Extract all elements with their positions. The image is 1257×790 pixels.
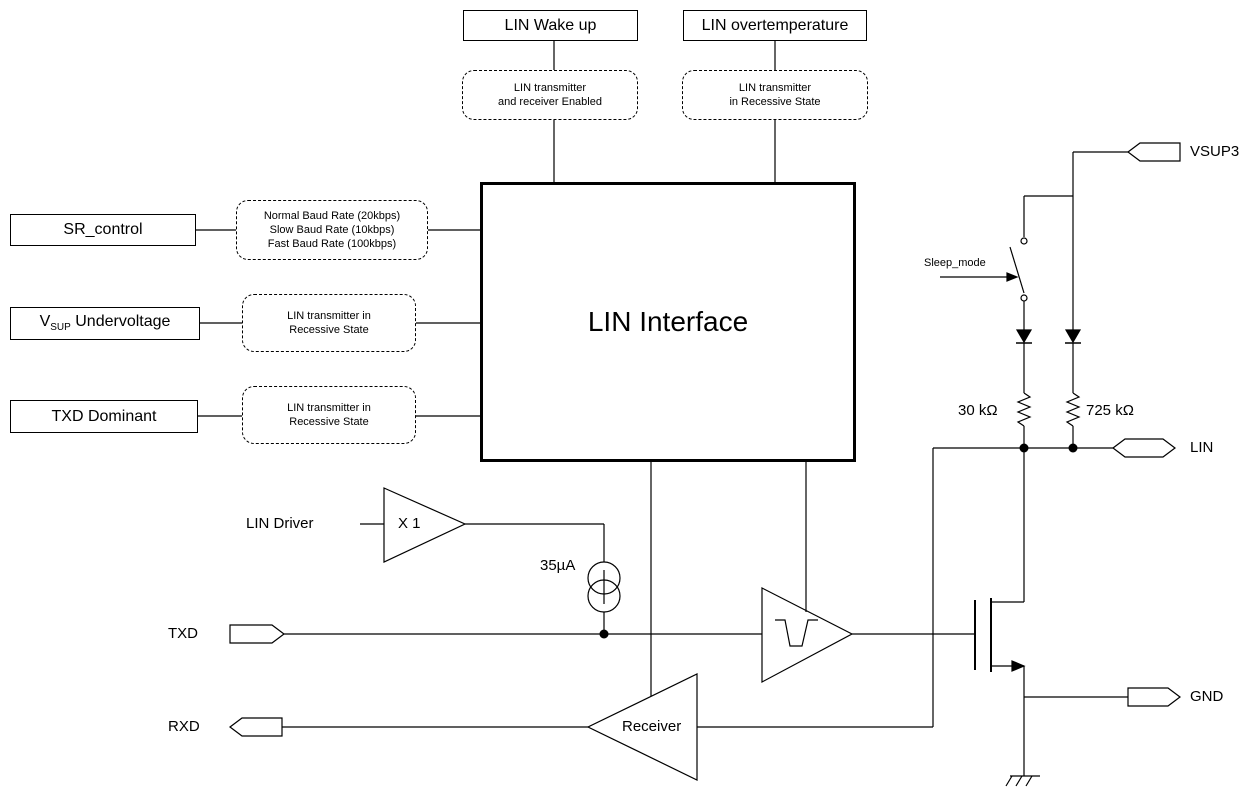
vsup-undervoltage-box: VSUP Undervoltage: [10, 307, 200, 340]
vsup-subscript: SUP: [50, 322, 71, 334]
txd-note-line-2: Recessive State: [289, 416, 369, 428]
lin-driver-label: LIN Driver: [246, 515, 314, 532]
lin-pin-label: LIN: [1190, 439, 1214, 456]
txd-note-line-1: LIN transmitter in: [287, 402, 371, 414]
lin-interface-block: LIN Interface: [480, 182, 856, 462]
buffer-label: X 1: [398, 515, 421, 532]
lin-overtemperature-label: LIN overtemperature: [701, 16, 849, 34]
txd-dominant-note: LIN transmitter in Recessive State: [242, 386, 416, 444]
sr-control-label: SR_control: [63, 221, 143, 238]
vsup-undervoltage-label: VSUP Undervoltage: [40, 313, 171, 333]
resistor-725k-label: 725 kΩ: [1086, 402, 1134, 419]
overtemp-note-line-2: in Recessive State: [729, 96, 821, 108]
overtemp-note-line-1: LIN transmitter: [738, 82, 812, 94]
wake-note-line-1: LIN transmitter: [513, 82, 587, 94]
vsup-note: LIN transmitter in Recessive State: [242, 294, 416, 352]
baud-note-line-2: Slow Baud Rate (10kbps): [269, 224, 395, 236]
current-source-label: 35µA: [540, 557, 576, 574]
sleep-mode-label: Sleep_mode: [924, 257, 986, 269]
lin-overtemperature-box: LIN overtemperature: [683, 10, 867, 41]
sr-control-box: SR_control: [10, 214, 196, 246]
lin-wake-up-label: LIN Wake up: [504, 16, 597, 34]
lin-wake-up-box: LIN Wake up: [463, 10, 638, 41]
gnd-pin-label: GND: [1190, 688, 1224, 705]
txd-pin-label: TXD: [168, 625, 198, 642]
wake-note-line-2: and receiver Enabled: [498, 96, 602, 108]
baud-note-line-3: Fast Baud Rate (100kbps): [267, 238, 397, 250]
baud-rate-note: Normal Baud Rate (20kbps) Slow Baud Rate…: [236, 200, 428, 260]
receiver-label: Receiver: [622, 718, 682, 735]
rxd-pin-label: RXD: [168, 718, 200, 735]
vsup3-pin-label: VSUP3: [1190, 143, 1240, 160]
resistor-30k-label: 30 kΩ: [958, 402, 998, 419]
wake-up-note: LIN transmitter and receiver Enabled: [462, 70, 638, 120]
vsup-note-line-1: LIN transmitter in: [287, 310, 371, 322]
vsup-note-line-2: Recessive State: [289, 324, 369, 336]
overtemp-note: LIN transmitter in Recessive State: [682, 70, 868, 120]
vsup-rest: Undervoltage: [70, 313, 171, 331]
txd-dominant-label: TXD Dominant: [51, 407, 157, 425]
vsup-v: V: [39, 313, 51, 331]
txd-dominant-box: TXD Dominant: [10, 400, 198, 433]
lin-interface-label: LIN Interface: [587, 306, 749, 337]
baud-note-line-1: Normal Baud Rate (20kbps): [263, 210, 401, 222]
